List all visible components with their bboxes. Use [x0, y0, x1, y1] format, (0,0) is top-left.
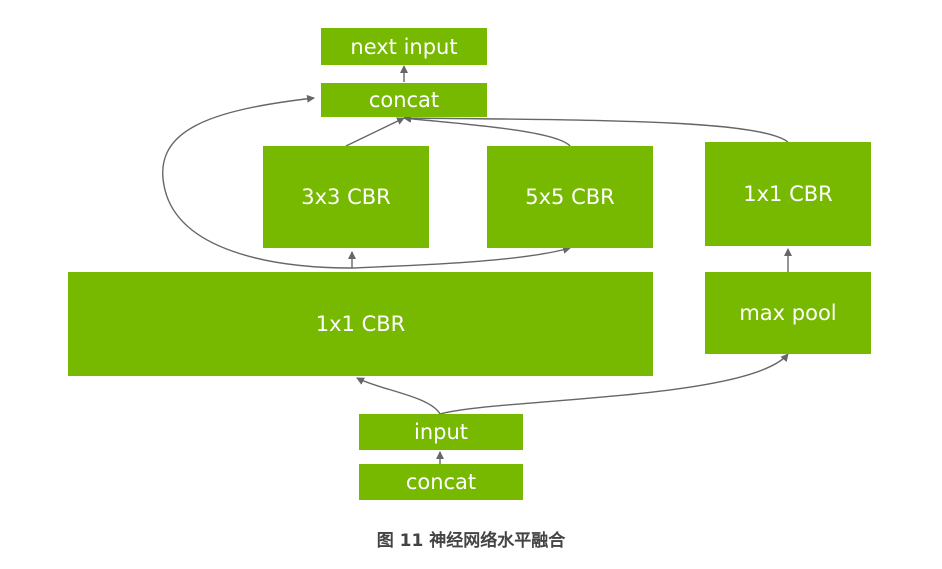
conv1x1-right-block: 1x1 CBR — [705, 142, 871, 246]
input-block: input — [359, 414, 523, 450]
conv1x1-main-block: 1x1 CBR — [68, 272, 653, 376]
next-input-block: next input — [321, 28, 487, 65]
arrow-input-to-main-conv — [356, 377, 441, 415]
arrow-input-to-maxpool — [439, 353, 789, 415]
arrow-3x3-to-concat — [345, 117, 405, 147]
max-pool-block: max pool — [705, 272, 871, 354]
arrow-5x5-to-concat — [403, 114, 571, 147]
conv5x5-block: 5x5 CBR — [487, 146, 653, 248]
arrow-1x1-to-concat — [403, 114, 789, 143]
concat-top-block: concat — [321, 83, 487, 117]
conv3x3-block: 3x3 CBR — [263, 146, 429, 248]
figure-caption: 图 11 神经网络水平融合 — [376, 531, 566, 551]
concat-bottom-block: concat — [359, 464, 523, 500]
arrow-main-conv-to-5x5 — [351, 246, 571, 269]
arrow-main-conv-to-concat — [162, 94, 353, 269]
